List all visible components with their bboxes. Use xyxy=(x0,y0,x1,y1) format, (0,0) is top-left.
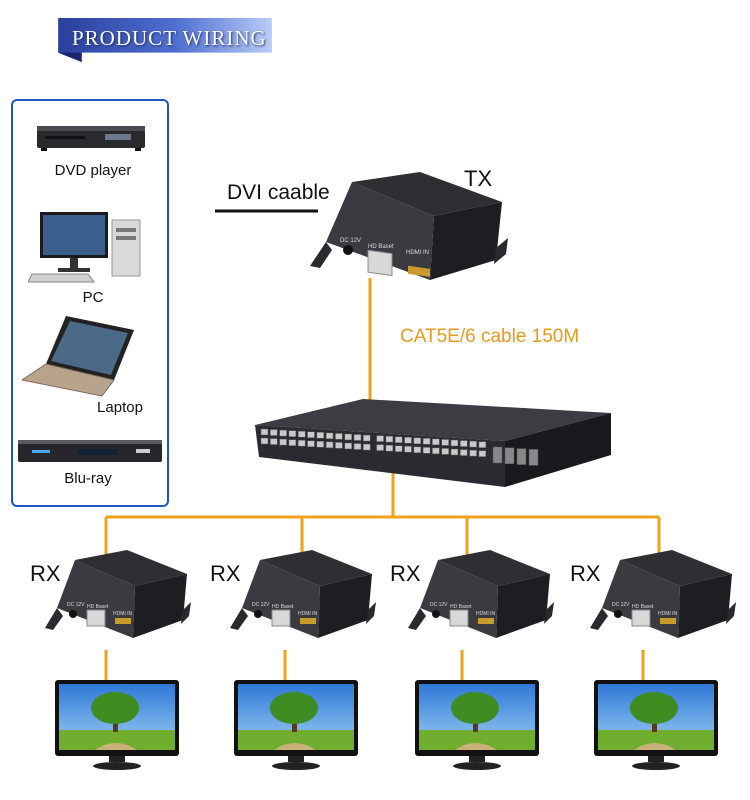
monitor-image xyxy=(234,680,360,777)
source-label-pc: PC xyxy=(82,289,104,306)
switch-sfp-port xyxy=(516,448,527,465)
svg-text:DC 12V: DC 12V xyxy=(67,602,85,608)
tx-hdmi-label: HDMI IN xyxy=(406,250,429,256)
switch-port xyxy=(376,444,384,451)
switch-port xyxy=(297,439,306,447)
switch-port xyxy=(307,440,315,447)
monitor-image xyxy=(594,680,720,777)
source-devices-panel xyxy=(11,99,169,507)
switch-port xyxy=(297,430,306,438)
switch-port xyxy=(335,433,343,440)
rx-label: RX xyxy=(570,561,601,586)
switch-port xyxy=(288,439,297,446)
switch-port xyxy=(270,429,278,436)
switch-port xyxy=(363,434,371,442)
switch-port xyxy=(316,441,325,448)
svg-text:HD Baset: HD Baset xyxy=(450,604,472,610)
bluray-player-image xyxy=(18,440,162,462)
source-label-bluray: Blu-ray xyxy=(64,470,112,487)
switch-sfp-port xyxy=(504,447,515,465)
dvd-player-image xyxy=(37,126,145,151)
switch-port xyxy=(344,433,352,441)
switch-port xyxy=(450,448,459,456)
switch-sfp-port xyxy=(492,446,503,464)
switch-port xyxy=(432,438,440,446)
switch-port xyxy=(394,436,403,443)
tx-dc-label: DC 12V xyxy=(340,238,361,244)
switch-port xyxy=(385,444,394,452)
switch-port xyxy=(460,440,468,447)
switch-port xyxy=(450,439,459,447)
switch-port xyxy=(344,442,352,450)
pc-image xyxy=(28,212,141,283)
source-label-dvd: DVD player xyxy=(54,162,132,179)
svg-text:HDMI IN: HDMI IN xyxy=(476,611,496,617)
switch-port xyxy=(469,440,477,448)
banner xyxy=(58,18,272,62)
svg-text:DC 12V: DC 12V xyxy=(612,602,630,608)
monitor-image xyxy=(55,680,181,777)
switch-port xyxy=(325,441,334,449)
svg-text:DC 12V: DC 12V xyxy=(252,602,270,608)
switch-port xyxy=(422,447,431,454)
switch-port xyxy=(441,448,449,455)
switch-port xyxy=(478,450,487,457)
dvi-cable-label: DVI caable xyxy=(227,181,330,204)
switch-port xyxy=(279,429,287,437)
svg-text:DC 12V: DC 12V xyxy=(430,602,448,608)
switch-port xyxy=(385,435,394,443)
monitor-image xyxy=(415,680,541,777)
switch-port xyxy=(376,435,384,442)
rx-label: RX xyxy=(30,561,61,586)
tx-extender-image: DC 12V HD Baset HDMI IN xyxy=(310,172,508,280)
switch-port xyxy=(404,446,412,453)
switch-port xyxy=(432,447,440,455)
switch-port xyxy=(441,439,449,446)
switch-port xyxy=(325,432,334,440)
switch-port xyxy=(353,443,362,450)
rx-label: RX xyxy=(390,561,421,586)
cat-cable-label: CAT5E/6 cable 150M xyxy=(400,326,580,347)
network-switch-image xyxy=(255,399,611,487)
switch-port xyxy=(307,431,315,438)
switch-port xyxy=(469,449,477,457)
source-label-laptop: Laptop xyxy=(97,399,143,416)
switch-port xyxy=(413,437,422,445)
switch-port xyxy=(335,442,343,449)
switch-port xyxy=(394,445,403,452)
laptop-image xyxy=(22,316,134,397)
switch-port xyxy=(279,438,287,446)
svg-text:HDMI IN: HDMI IN xyxy=(658,611,678,617)
switch-port xyxy=(460,449,468,456)
tx-hdbaset-label: HD Baset xyxy=(368,244,394,250)
svg-text:HDMI IN: HDMI IN xyxy=(298,611,318,617)
switch-port xyxy=(353,434,362,441)
rx-label: RX xyxy=(210,561,241,586)
switch-port xyxy=(422,438,431,445)
switch-port xyxy=(363,443,371,451)
switch-port xyxy=(260,437,269,445)
switch-port xyxy=(316,432,325,439)
switch-port xyxy=(270,438,278,445)
svg-text:HD Baset: HD Baset xyxy=(272,604,294,610)
tx-label: TX xyxy=(464,166,493,191)
switch-port xyxy=(404,437,412,444)
switch-sfp-port xyxy=(528,449,539,466)
banner-title: PRODUCT WIRING xyxy=(72,26,267,50)
svg-text:HD Baset: HD Baset xyxy=(87,604,109,610)
switch-port xyxy=(288,430,297,437)
svg-text:HDMI IN: HDMI IN xyxy=(113,611,133,617)
switch-port xyxy=(413,446,422,454)
switch-port xyxy=(478,441,487,448)
switch-port xyxy=(260,428,269,436)
svg-text:HD Baset: HD Baset xyxy=(632,604,654,610)
